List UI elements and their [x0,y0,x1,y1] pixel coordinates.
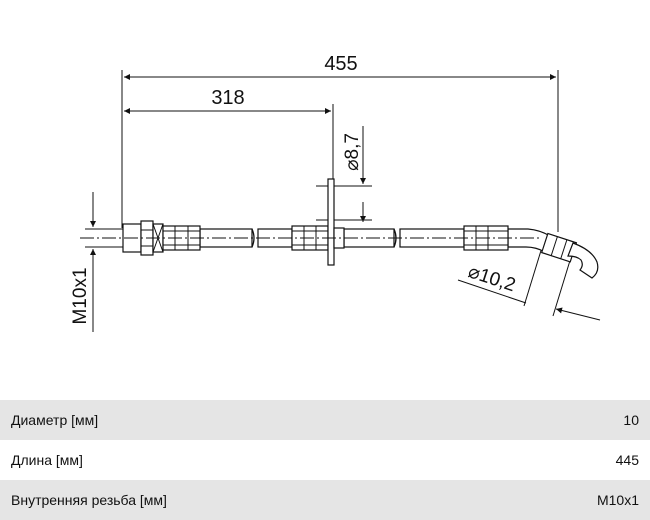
dimension-318-label: 318 [211,87,244,109]
dimension-thread: M10x1 [70,192,132,332]
technical-drawing-svg: 455 318 ⌀8,7 M10x1 ⌀10,2 [70,53,601,332]
dimension-overall-length: 455 [124,53,556,80]
hose-body [199,228,551,253]
bent-tube-end [567,242,599,279]
spec-value: 445 [615,452,639,468]
spec-label: Диаметр [мм] [11,412,99,428]
spec-value: M10x1 [596,492,639,508]
spec-row-length: Длина [мм] 445 [0,440,650,480]
spec-label: Длина [мм] [11,452,83,468]
spec-label: Внутренняя резьба [мм] [11,492,167,508]
brake-hose-drawing: 455 318 ⌀8,7 M10x1 ⌀10,2 [70,53,601,332]
dimension-455-label: 455 [324,53,357,75]
spec-row-diameter: Диаметр [мм] 10 [0,400,650,440]
spec-value: 10 [623,412,639,428]
specs-table: Диаметр [мм] 10 Длина [мм] 445 Внутрення… [0,400,650,520]
extension-lines [121,70,559,232]
dimension-fitting-position: 318 [124,87,331,114]
dimension-bracket-hole: ⌀8,7 [316,126,372,222]
spec-row-thread: Внутренняя резьба [мм] M10x1 [0,480,650,520]
dimension-8-7-label: ⌀8,7 [342,133,363,171]
dimension-m10x1-label: M10x1 [70,267,91,324]
middle-fitting-bracket [291,178,345,266]
